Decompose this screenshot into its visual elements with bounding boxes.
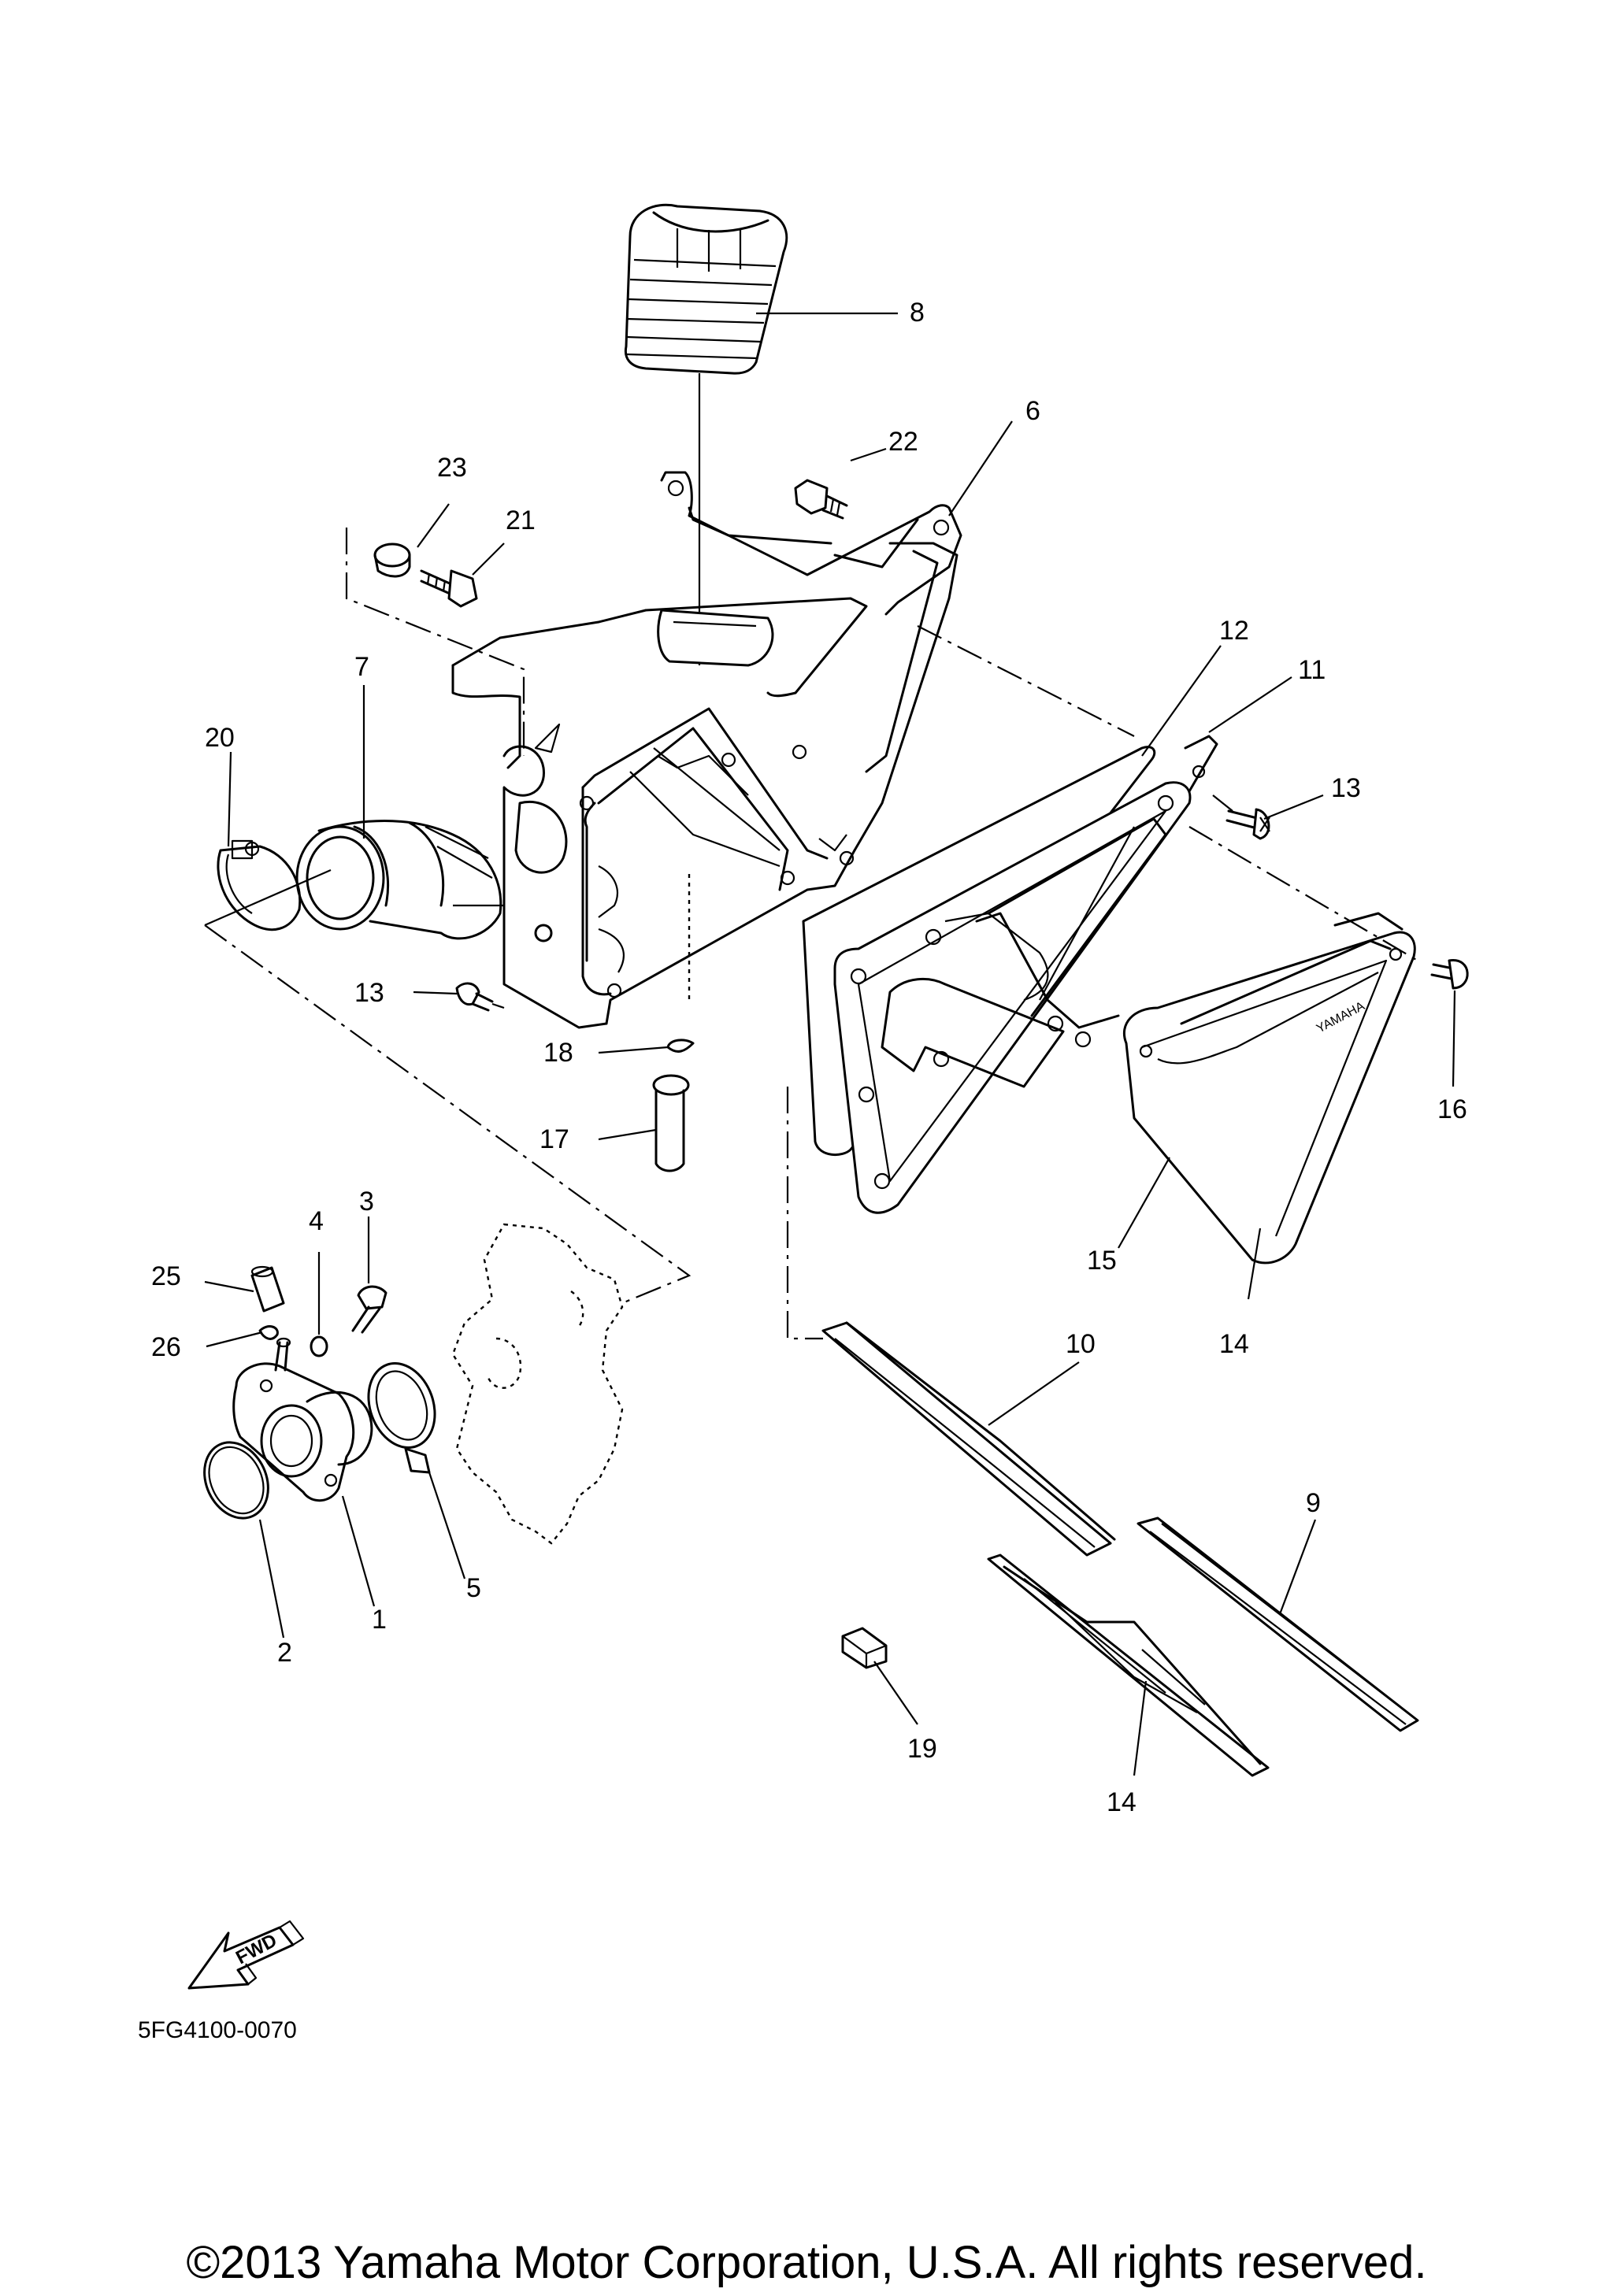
forward-arrow-icon: FWD [187,1920,305,1990]
label-part-8: 8 [910,298,925,328]
fwd-label: FWD [232,1930,280,1968]
part-21-clamp [217,839,302,931]
label-part-13-upper: 13 [1331,773,1361,803]
part-5-band [367,1362,436,1474]
label-part-19: 18 [543,1038,573,1068]
part-10-element [821,1321,1116,1557]
label-part-15: 14 [1219,1329,1249,1359]
label-part-20: 19 [907,1734,937,1764]
label-part-9: 9 [1306,1488,1321,1518]
part-14-element-guide [987,1554,1270,1777]
part-13-screw-upper [1226,808,1270,840]
label-part-24: 23 [437,453,467,483]
label-part-26: 26 [151,1332,181,1362]
label-part-7: 7 [354,652,369,682]
part-6-air-cleaner-case [451,471,962,1029]
label-part-1: 1 [372,1605,387,1635]
label-part-12: 12 [1219,616,1249,646]
carburetor-phantom-outline [451,1223,624,1545]
part-26-clip [258,1325,279,1340]
label-part-21: 20 [205,723,235,753]
part-23-bolt [794,479,848,520]
leader-lines [204,312,1456,1776]
part-22-bolt [420,569,478,608]
assembly-center-lines [204,528,1418,1340]
part-3-screw [351,1285,387,1334]
part-13-screw-lower [455,982,494,1012]
part-19-clip [666,1039,695,1053]
part-17-screw [1430,959,1469,990]
part-1-carburetor-joint [232,1337,373,1502]
label-part-18: 17 [540,1124,569,1154]
label-part-23: 22 [888,427,918,457]
label-part-2: 2 [277,1638,292,1668]
label-part-16: 15 [1087,1246,1117,1276]
label-part-17: 16 [1437,1094,1467,1124]
label-part-3: 3 [359,1187,374,1217]
part-25-pipe [250,1265,285,1313]
part-20-sponge [841,1627,888,1669]
diagram-reference-code: 5FG4100-0070 [138,2017,297,2043]
label-part-25: 25 [151,1261,181,1291]
part-11-gasket [1184,735,1218,793]
copyright-notice: ©2013 Yamaha Motor Corporation, U.S.A. A… [186,2237,1426,2288]
part-4-washer [310,1335,328,1357]
label-part-13-lower: 13 [354,978,384,1008]
label-part-4: 4 [309,1206,324,1236]
label-part-6: 6 [1025,396,1040,426]
part-18-drain-pipe [652,1074,690,1172]
label-part-14: 14 [1107,1787,1137,1817]
label-part-11: 11 [1298,655,1326,685]
part-8-intake-duct [624,203,788,375]
part-24-washer [373,543,411,578]
part-7-intake-joint [295,820,504,940]
label-part-5: 5 [466,1573,481,1603]
part-labels: 8 6 22 23 21 7 20 12 11 13 13 18 17 16 1… [151,298,1467,1817]
part-12-element-frame [802,746,1192,1214]
part-15-cover: YAMAHA [1122,912,1416,1265]
label-part-10: 10 [1066,1329,1096,1359]
label-part-22: 21 [506,505,536,535]
part-2-o-ring [203,1441,269,1520]
part-9-element [1137,1516,1419,1732]
